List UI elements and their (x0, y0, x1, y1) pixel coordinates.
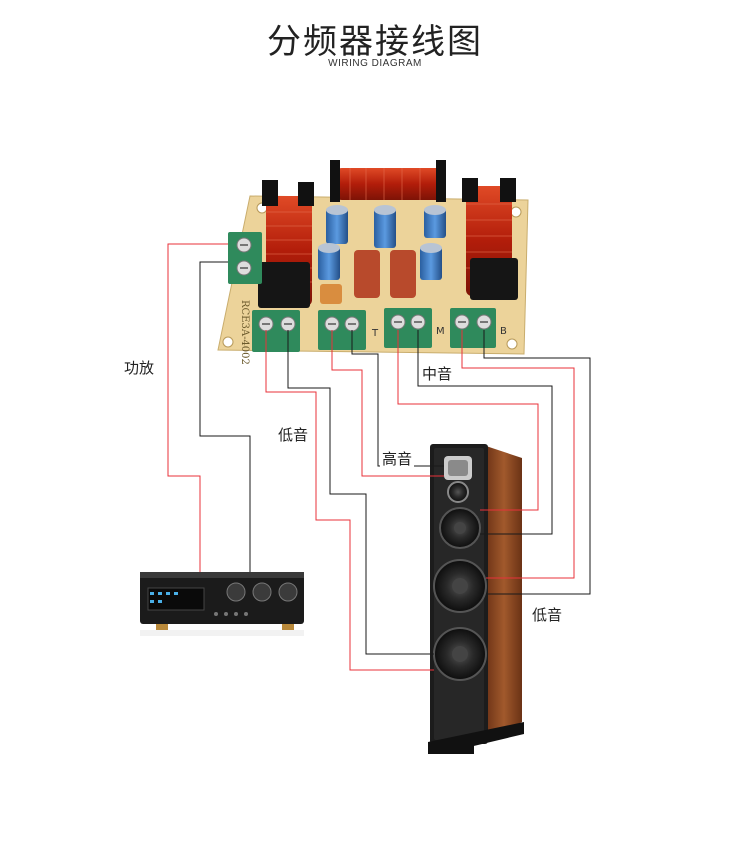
amplifier-unit (140, 572, 304, 636)
terminal-mark-m: M (436, 326, 445, 337)
crossover-board: RCE3A-4002 (217, 160, 529, 365)
terminal-mark-t: T (371, 328, 379, 339)
bass-output-terminal (450, 308, 496, 348)
woofer-output-terminal (252, 310, 300, 352)
input-terminal-block (228, 232, 262, 284)
left-inductor-coil (258, 180, 314, 308)
board-model-label: RCE3A-4002 (239, 300, 250, 365)
label-amplifier: 功放 (122, 357, 157, 378)
floor-speaker (428, 444, 524, 754)
page-subtitle: WIRING DIAGRAM (328, 58, 422, 69)
label-mid-terminal: 中音 (420, 363, 455, 384)
wire-woofer-red (265, 330, 434, 671)
electrolytic-capacitors (318, 205, 446, 280)
wire-mid-black (417, 330, 553, 535)
wire-amp-black (199, 261, 251, 572)
tweeter-output-terminal (318, 310, 366, 350)
film-capacitors (320, 250, 416, 304)
wire-amp-red (167, 243, 228, 572)
wire-bass-red (461, 330, 575, 579)
label-woofer-terminal: 低音 (276, 424, 311, 445)
top-inductor-coil (330, 160, 446, 202)
wire-woofer-black (287, 330, 434, 655)
wire-bass-black (483, 330, 591, 595)
right-inductor-coil (462, 178, 518, 300)
tweeter-driver (447, 481, 469, 503)
wire-mid-red (397, 330, 539, 511)
label-woofer-speaker: 低音 (530, 604, 565, 625)
wire-tweeter-red (331, 330, 444, 477)
label-tweeter: 高音 (380, 448, 415, 469)
page-title: 分频器接线图 (267, 22, 483, 62)
terminal-mark-b: B (500, 326, 507, 337)
mid-output-terminal (384, 308, 432, 348)
